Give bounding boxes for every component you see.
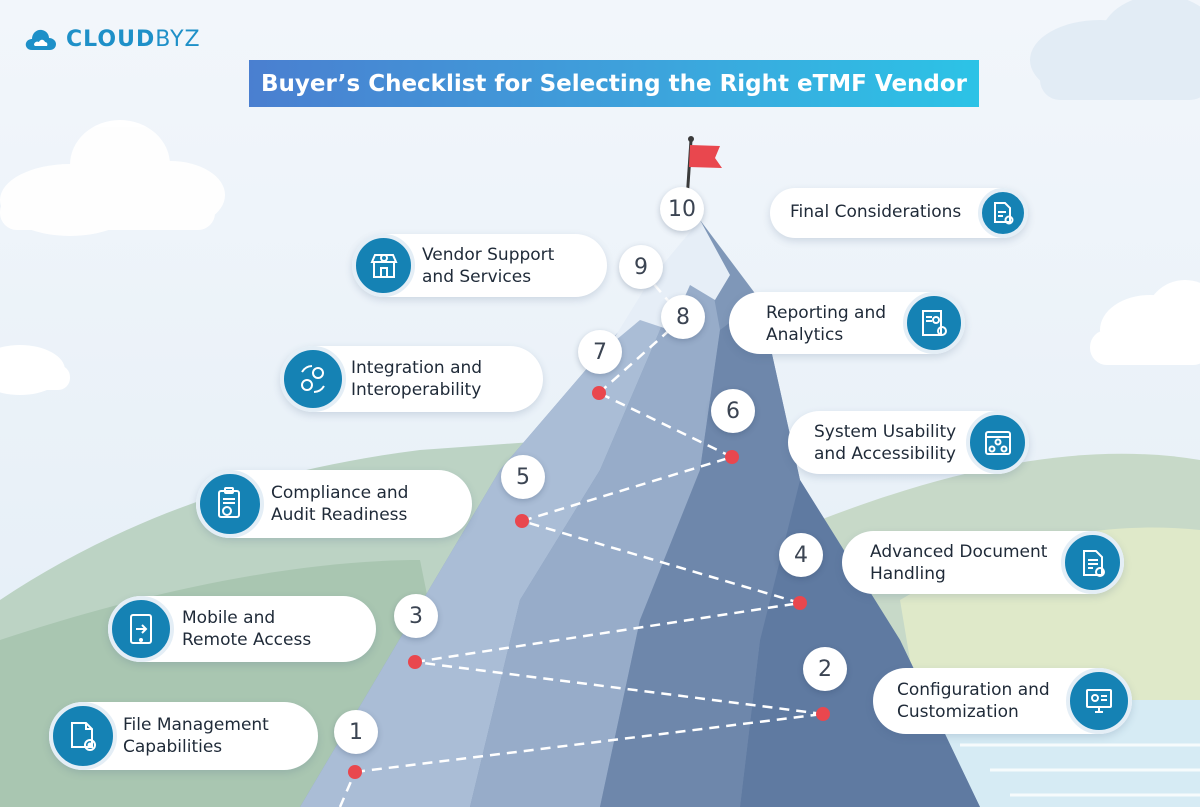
path-segment: [414, 660, 824, 716]
path-marker-2: [816, 707, 830, 721]
step-7-label-line2: Interoperability: [351, 380, 482, 400]
cloudbyz-logo: CLOUDBYZ: [24, 26, 201, 52]
cloud-right-top: [1030, 0, 1200, 100]
step-9-label-line1: Vendor Support: [422, 245, 555, 265]
path-segment: [338, 771, 357, 807]
step-card-6: System Usability and Accessibility: [788, 411, 1029, 474]
step-number-10: 10: [660, 187, 704, 231]
tablet-login-icon: [108, 596, 174, 662]
brand-name: CLOUDBYZ: [66, 26, 201, 52]
step-6-label-line1: System Usability: [814, 422, 957, 442]
step-3-label-line1: Mobile and: [182, 608, 276, 628]
path-marker-3: [408, 655, 422, 669]
step-number-2: 2: [803, 647, 847, 691]
cloud-right-mid: [1090, 280, 1200, 365]
path-segment: [521, 519, 801, 605]
document-check-gear-icon: [978, 188, 1028, 238]
step-2-label-line1: Configuration and: [897, 680, 1050, 700]
path-marker-6: [725, 450, 739, 464]
clipboard-certificate-icon: [196, 470, 264, 538]
step-10-label-line1: Final Considerations: [790, 202, 962, 222]
path-marker-5: [515, 514, 529, 528]
step-number-9: 9: [619, 245, 663, 289]
cloud-left: [0, 120, 225, 236]
step-number-3: 3: [394, 594, 438, 638]
browser-network-icon: [966, 411, 1029, 474]
step-1-label-line1: File Management: [123, 715, 269, 735]
path-segment: [414, 601, 801, 664]
step-card-8: Reporting and Analytics: [729, 292, 965, 354]
cloud-icon: [25, 29, 56, 50]
step-card-10: Final Considerations: [770, 188, 1028, 238]
path-segment: [598, 391, 733, 459]
step-5-label-line1: Compliance and: [271, 483, 409, 503]
gears-cycle-icon: [280, 346, 346, 412]
step-5-label-line2: Audit Readiness: [271, 505, 408, 525]
step-number-1: 1: [334, 710, 378, 754]
file-gear-icon: [49, 702, 117, 770]
monitor-settings-icon: [1066, 668, 1132, 734]
step-4-label-line2: Handling: [870, 564, 946, 584]
step-number-5: 5: [501, 455, 545, 499]
step-number-6: 6: [711, 389, 755, 433]
step-card-5: Compliance and Audit Readiness: [196, 470, 472, 538]
step-number-7: 7: [578, 330, 622, 374]
step-6-label-line2: and Accessibility: [814, 444, 956, 464]
step-card-1: File Management Capabilities: [49, 702, 318, 770]
path-marker-4: [793, 596, 807, 610]
path-segment: [521, 455, 733, 523]
title-banner: Buyer’s Checklist for Selecting the Righ…: [249, 60, 979, 107]
step-4-label-line1: Advanced Document: [870, 542, 1048, 562]
report-chart-icon: [903, 292, 965, 354]
step-7-label-line1: Integration and: [351, 358, 483, 378]
storefront-icon: [352, 234, 415, 297]
step-1-label-line2: Capabilities: [123, 737, 223, 757]
step-card-4: Advanced Document Handling: [842, 531, 1124, 594]
step-3-label-line2: Remote Access: [182, 630, 312, 650]
step-8-label-line1: Reporting and: [766, 303, 887, 323]
step-9-label-line2: and Services: [422, 267, 532, 287]
step-card-9: Vendor Support and Services: [352, 234, 607, 297]
path-marker-1: [348, 765, 362, 779]
summit-flag: [689, 145, 722, 168]
step-card-7: Integration and Interoperability: [280, 346, 543, 412]
step-8-label-line2: Analytics: [766, 325, 844, 345]
step-card-2: Configuration and Customization: [873, 668, 1132, 734]
step-card-3: Mobile and Remote Access: [108, 596, 376, 662]
step-number-8: 8: [661, 295, 705, 339]
path-marker-7: [592, 386, 606, 400]
snow-cap: [610, 220, 730, 345]
cloud-left-low: [0, 345, 70, 395]
step-number-4: 4: [779, 533, 823, 577]
step-2-label-line2: Customization: [897, 702, 1019, 722]
document-gear-icon: [1061, 531, 1124, 594]
page-title: Buyer’s Checklist for Selecting the Righ…: [260, 70, 968, 97]
path-segment: [354, 712, 824, 774]
